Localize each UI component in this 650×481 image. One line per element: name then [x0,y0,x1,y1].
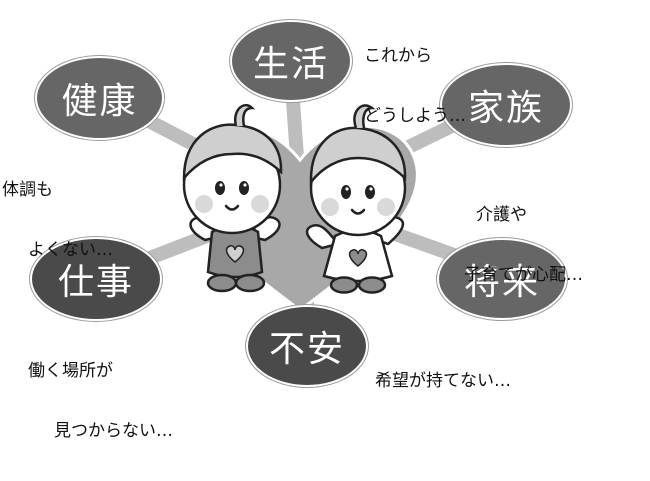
caption-family-line-2: 子育てが心配… [464,265,583,285]
girl-character-icon [305,104,407,294]
bubble-health-label: 健康 [61,81,138,122]
boy-character-icon [182,103,283,293]
caption-life-line-2: どうしよう… [364,106,466,126]
bubble-future-label: 将来 [463,262,540,303]
bubble-future: 将来 [437,238,567,320]
bubble-family: 家族 [440,63,572,147]
bubble-life-label: 生活 [252,44,329,85]
caption-health-line-2: よくない… [28,240,113,260]
caption-future: 希望が持てない… [375,331,511,431]
caption-health-line-1: 体調も [2,180,53,200]
caption-work: 働く場所が 見つからない… [28,321,173,481]
caption-work-line-1: 働く場所が [28,361,113,381]
anxiety-illustration: 健康 生活 家族 仕事 将来 不安 体調も よくない… これから どうしよう… … [2,6,583,441]
bubble-work: 仕事 [30,237,162,321]
bubble-health: 健康 [35,56,164,140]
caption-life-line-1: これから [364,46,432,66]
caption-family-line-1: 介護や [476,205,527,225]
bubble-family-label: 家族 [467,88,544,129]
caption-future-line-1: 希望が持てない… [375,371,511,391]
caption-health: 体調も よくない… [2,140,113,300]
caption-work-line-2: 見つからない… [54,421,173,441]
bubble-work-label: 仕事 [57,262,134,303]
bubble-life: 生活 [230,20,352,102]
illustration-graphic [91,51,517,352]
caption-life: これから どうしよう… [364,6,466,166]
bubble-anxiety-label: 不安 [268,329,345,370]
bubble-anxiety: 不安 [246,305,368,387]
caption-family: 介護や 子育てが心配… [464,165,583,325]
